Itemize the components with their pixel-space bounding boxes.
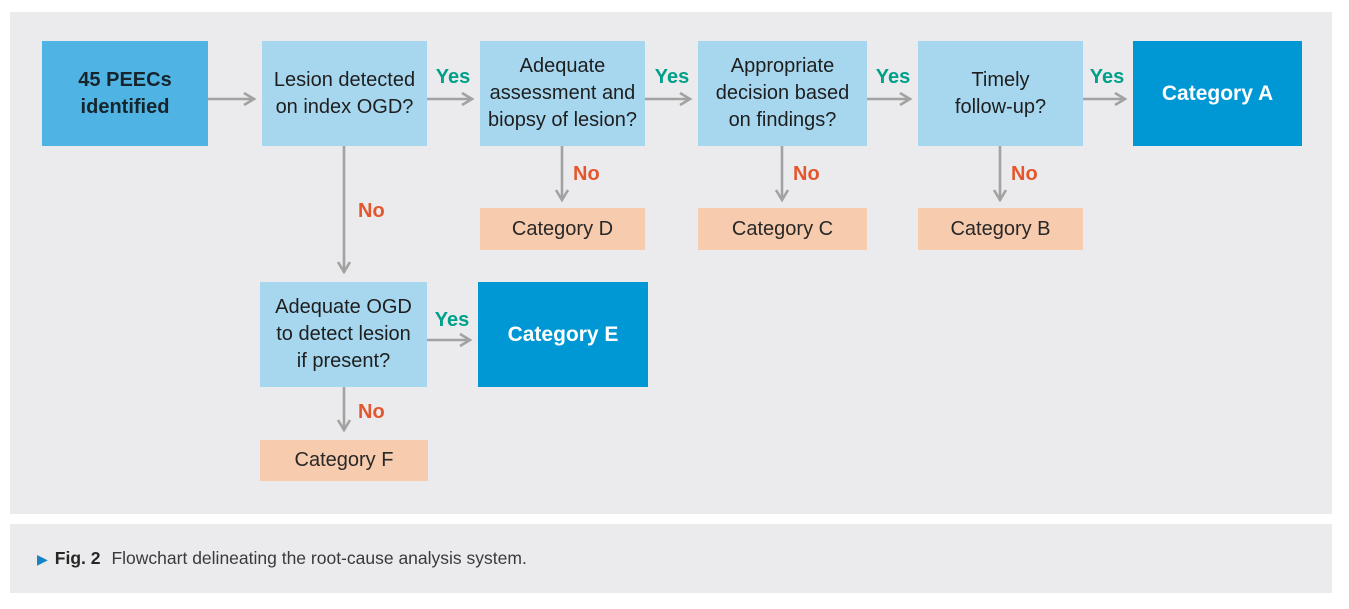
node-start-peecs: 45 PEECs identified [42, 41, 208, 146]
node-category-e: Category E [478, 282, 648, 387]
node-category-d: Category D [480, 208, 645, 250]
node-question-appropriate-decision: Appropriate decision based on findings? [698, 41, 867, 146]
caption-triangle-icon: ▶ [37, 550, 48, 567]
node-category-c: Category C [698, 208, 867, 250]
flow-arrows [208, 91, 1128, 433]
node-question-adequate-ogd: Adequate OGD to detect lesion if present… [260, 282, 427, 387]
node-question-adequate-assessment: Adequate assessment and biopsy of lesion… [480, 41, 645, 146]
no-label-ogd-category-f: No [358, 401, 385, 423]
yes-label-followup-category-a: Yes [1089, 66, 1125, 88]
no-label-assessment-category-d: No [573, 163, 600, 185]
caption-figure-number: Fig. 2 [54, 548, 101, 568]
no-label-followup-category-b: No [1011, 163, 1038, 185]
node-category-b: Category B [918, 208, 1083, 250]
yes-label-lesion-assessment: Yes [435, 66, 471, 88]
node-category-a: Category A [1133, 41, 1302, 146]
node-question-lesion-detected: Lesion detected on index OGD? [262, 41, 427, 146]
caption-text: Flowchart delineating the root-cause ana… [111, 548, 527, 568]
yes-label-decision-followup: Yes [875, 66, 911, 88]
node-question-timely-followup: Timely follow-up? [918, 41, 1083, 146]
no-label-decision-category-c: No [793, 163, 820, 185]
figure-caption: ▶ Fig. 2 Flowchart delineating the root-… [10, 524, 1332, 593]
node-category-f: Category F [260, 440, 428, 481]
yes-label-assessment-decision: Yes [654, 66, 690, 88]
flowchart-panel: 45 PEECs identified Lesion detected on i… [10, 12, 1332, 514]
yes-label-ogd-category-e: Yes [434, 309, 470, 331]
no-label-lesion-ogd: No [358, 200, 385, 222]
